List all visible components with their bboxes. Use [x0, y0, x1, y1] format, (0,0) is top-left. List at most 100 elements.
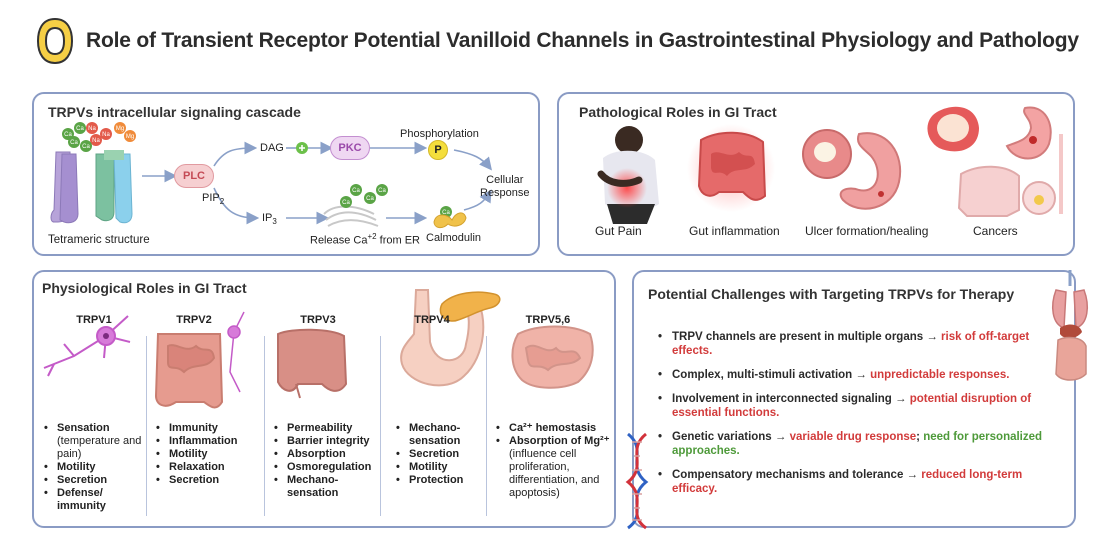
- list-item: Motility: [156, 448, 262, 461]
- list-item: Barrier integrity: [274, 435, 378, 448]
- cellular-response-label: Cellular Response: [480, 174, 530, 199]
- calcium-release-label: Release Ca+2 from ER: [310, 232, 421, 247]
- list-item: Motility: [44, 461, 144, 474]
- column-divider: [380, 336, 381, 516]
- list-item: Complex, multi-stimuli activation → unpr…: [658, 368, 1068, 382]
- pkc-label: PKC: [338, 142, 362, 154]
- stomach-icon: [400, 289, 485, 387]
- svg-text:Na: Na: [102, 132, 110, 138]
- pip2-label: PIP2: [202, 192, 225, 207]
- challenges-panel-title: Potential Challenges with Targeting TRPV…: [648, 286, 1015, 302]
- pathology-label-ulcer: Ulcer formation/healing: [805, 224, 929, 238]
- list-item: Involvement in interconnected signaling …: [658, 392, 1068, 420]
- title-bar: Role of Transient Receptor Potential Van…: [34, 14, 1079, 68]
- list-item: Defense/ immunity: [44, 487, 144, 513]
- endoplasmic-reticulum-icon: [323, 205, 379, 227]
- list-item: Sensation (temperature and pain): [44, 422, 144, 461]
- signaling-cascade-panel: TRPVs intracellular signaling cascade Ca…: [32, 92, 540, 256]
- colon-icon: [154, 333, 224, 409]
- trpv3-roles-list: Permeability Barrier integrity Absorptio…: [274, 422, 378, 500]
- list-item: TRPV channels are present in multiple or…: [658, 330, 1068, 358]
- list-item: Relaxation: [156, 461, 262, 474]
- trpv1-roles-list: Sensation (temperature and pain) Motilit…: [44, 422, 144, 513]
- cascade-panel-title: TRPVs intracellular signaling cascade: [48, 104, 301, 120]
- calmodulin-label: Calmodulin: [426, 232, 482, 244]
- tetramer-label: Tetrameric structure: [48, 234, 150, 246]
- svg-text:Ca: Ca: [76, 126, 84, 132]
- column-title-trpv4: TRPV4: [414, 314, 450, 326]
- svg-text:Ca: Ca: [352, 188, 360, 194]
- svg-text:Ca: Ca: [82, 144, 90, 150]
- ulcer-icon: [802, 129, 902, 210]
- list-item: Ca²⁺ hemostasis: [496, 422, 614, 435]
- gut-pain-icon: [597, 126, 659, 224]
- list-item: Inflammation: [156, 435, 262, 448]
- list-item: Secretion: [44, 474, 144, 487]
- ion-cluster: Ca Ca Ca Na Na Na Mg Mg Ca: [62, 122, 136, 152]
- physiology-illustrations: [43, 289, 594, 409]
- list-item: Osmoregulation: [274, 461, 378, 474]
- list-item: Permeability: [274, 422, 378, 435]
- column-title-trpv5-6: TRPV5,6: [525, 314, 571, 326]
- list-item: Motility: [396, 461, 484, 474]
- cascade-diagram: Ca Ca Ca Na Na Na Mg Mg Ca: [50, 122, 492, 229]
- svg-text:Ca: Ca: [378, 188, 386, 194]
- list-item: Genetic variations → variable drug respo…: [658, 430, 1068, 458]
- phosphate-circle: [428, 140, 448, 160]
- svg-text:Mg: Mg: [126, 134, 134, 140]
- trpv2-roles-list: Immunity Inflammation Motility Relaxatio…: [156, 422, 262, 487]
- plc-node: [174, 164, 214, 188]
- phosphorylation-label: Phosphorylation: [400, 128, 479, 140]
- column-divider: [264, 336, 265, 516]
- trpv4-roles-list: Mechano- sensation Secretion Motility Pr…: [396, 422, 484, 487]
- physiology-panel: Physiological Roles in GI Tract: [32, 270, 616, 528]
- pathology-panel: Pathological Roles in GI Tract: [557, 92, 1075, 256]
- column-title-trpv2: TRPV2: [176, 314, 212, 326]
- human-organs-icon: [1051, 270, 1089, 381]
- dna-helix-icon: [625, 432, 649, 530]
- phosphate-label: P: [434, 144, 442, 156]
- column-divider: [146, 336, 147, 516]
- neuron-icon: [227, 311, 245, 393]
- page-title: Role of Transient Receptor Potential Van…: [86, 29, 1079, 52]
- svg-text:Na: Na: [92, 138, 100, 144]
- list-item: Compensatory mechanisms and tolerance → …: [658, 468, 1068, 496]
- colon-icon: [277, 328, 348, 399]
- pkc-node: [330, 136, 370, 160]
- svg-text:Ca: Ca: [342, 200, 350, 206]
- challenges-panel: Potential Challenges with Targeting TRPV…: [632, 270, 1076, 528]
- list-item: Absorption: [274, 448, 378, 461]
- pathology-label-gut-pain: Gut Pain: [595, 224, 642, 238]
- column-title-trpv1: TRPV1: [76, 314, 112, 326]
- tetramer-channel-icon: [50, 150, 133, 224]
- svg-text:Ca: Ca: [70, 140, 78, 146]
- trpv-channel-logo-icon: [36, 17, 74, 65]
- neuron-icon: [43, 315, 131, 377]
- dag-label: DAG: [260, 142, 284, 154]
- calmodulin-icon: [433, 212, 467, 229]
- list-item: Absorption of Mg²⁺ (influence cell proli…: [496, 435, 614, 500]
- ip3-label: IP3: [262, 212, 277, 227]
- svg-text:Mg: Mg: [116, 126, 124, 132]
- svg-text:Ca: Ca: [442, 210, 450, 216]
- gut-inflammation-icon: [687, 124, 775, 212]
- pathology-label-gut-inflammation: Gut inflammation: [689, 224, 780, 238]
- challenges-list: TRPV channels are present in multiple or…: [658, 330, 1068, 506]
- cancer-icon: [927, 106, 1063, 217]
- svg-text:Na: Na: [88, 126, 96, 132]
- small-intestine-icon: [511, 325, 594, 389]
- column-title-trpv3: TRPV3: [300, 314, 336, 326]
- plus-icon: [296, 142, 308, 154]
- svg-text:Ca: Ca: [64, 132, 72, 138]
- column-divider: [486, 336, 487, 516]
- plc-label: PLC: [183, 170, 205, 182]
- list-item: Mechano- sensation: [396, 422, 484, 448]
- pathology-label-cancers: Cancers: [973, 224, 1018, 238]
- list-item: Secretion: [156, 474, 262, 487]
- pathology-panel-title: Pathological Roles in GI Tract: [579, 104, 777, 120]
- pathology-illustrations: [597, 106, 1063, 224]
- list-item: Protection: [396, 474, 484, 487]
- list-item: Immunity: [156, 422, 262, 435]
- svg-text:Ca: Ca: [366, 196, 374, 202]
- list-item: Secretion: [396, 448, 484, 461]
